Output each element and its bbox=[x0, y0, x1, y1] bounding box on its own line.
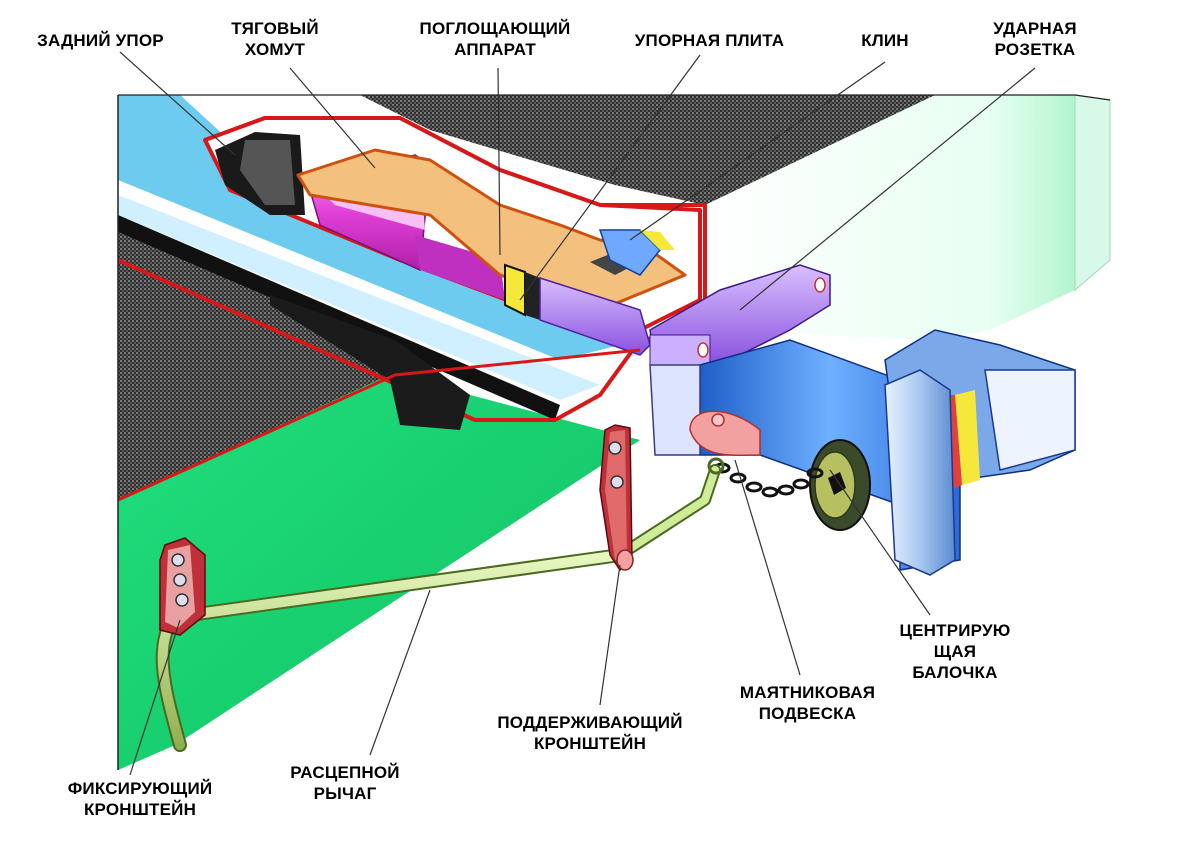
follower-plate bbox=[504, 263, 526, 317]
release-lever-handle-fill bbox=[616, 466, 719, 559]
rear-stop-face bbox=[240, 140, 295, 205]
label-draft-gear: ПОГЛОЩАЮЩИЙ АППАРАТ bbox=[419, 19, 571, 59]
pendulum-hanger bbox=[689, 410, 761, 457]
center-sill-lower bbox=[118, 195, 600, 400]
floor-red-edge bbox=[117, 348, 641, 502]
centering-beam bbox=[884, 369, 956, 576]
label-rear-stop: ЗАДНИЙ УПОР bbox=[37, 31, 164, 50]
frame-shadow-hatch bbox=[118, 232, 400, 500]
coupler-shank bbox=[539, 276, 651, 356]
wedge bbox=[598, 229, 662, 276]
support-bracket-face bbox=[605, 430, 627, 560]
wedge-yellow bbox=[640, 230, 675, 250]
label-draft-yoke: ТЯГОВЫЙ ХОМУТ bbox=[231, 19, 319, 59]
label-fixing-bracket: ФИКСИРУЮЩИЙ КРОНШТЕЙН bbox=[67, 779, 213, 819]
sill-underside bbox=[270, 295, 470, 430]
pin-cap-square bbox=[828, 472, 846, 495]
lever-ring bbox=[707, 457, 725, 475]
body-wall-edge bbox=[1074, 94, 1111, 292]
draft-gear-side bbox=[415, 235, 505, 300]
socket-pin-right bbox=[814, 277, 826, 293]
label-wedge: КЛИН bbox=[861, 31, 909, 50]
label-release-lever: РАСЦЕПНОЙ РЫЧАГ bbox=[290, 763, 400, 803]
draft-yoke bbox=[296, 148, 687, 312]
leader-lines bbox=[119, 51, 1036, 776]
label-support-bracket: ПОДДЕРЖИВАЮЩИЙ КРОНШТЕЙН bbox=[497, 713, 683, 753]
roof-hatch bbox=[360, 95, 935, 205]
frame-top-outline bbox=[118, 94, 1111, 101]
label-follower-plate: УПОРНАЯ ПЛИТА bbox=[634, 31, 785, 50]
bracket-eye bbox=[616, 549, 634, 571]
knuckle-block bbox=[649, 364, 701, 456]
label-striker-socket: УДАРНАЯ РОЗЕТКА bbox=[993, 19, 1077, 59]
coupler-yellow-stripe bbox=[955, 390, 980, 485]
follower-plate-back bbox=[525, 272, 540, 320]
label-centering-beam: ЦЕНТРИРУЮ ЩАЯ БАЛОЧКА bbox=[899, 621, 1011, 682]
coupler-head-face bbox=[984, 369, 1076, 471]
hanger-pin bbox=[711, 413, 725, 427]
socket-pin-left bbox=[697, 342, 709, 358]
label-pendulum-hanger: МАЯТНИКОВАЯ ПОДВЕСКА bbox=[739, 683, 876, 723]
